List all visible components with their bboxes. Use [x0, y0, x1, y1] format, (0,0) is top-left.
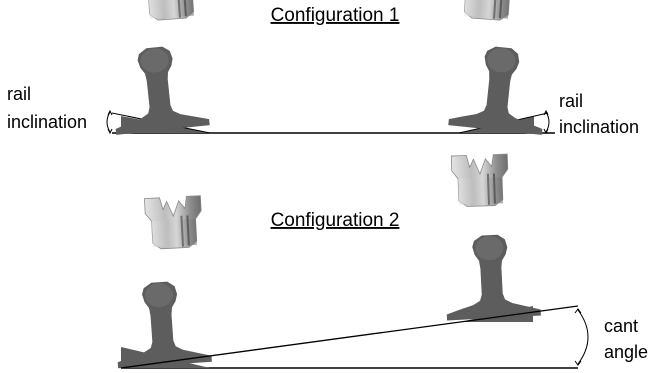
left-wheel — [139, 0, 202, 23]
left-arc-arrow-icon — [107, 109, 113, 116]
right-rail-2 — [442, 232, 541, 321]
left-wheel-2 — [143, 194, 205, 251]
cant-angle-arc — [577, 309, 589, 365]
cant-arc-arrow-icon — [574, 308, 582, 314]
right-arc-arrow-icon — [543, 109, 549, 116]
right-wheel — [456, 0, 519, 23]
angle-label: angle — [604, 342, 648, 362]
configuration-2-title: Configuration 2 — [271, 210, 400, 231]
left-label-rail: rail — [7, 84, 31, 104]
configuration-1-title: Configuration 1 — [271, 5, 400, 26]
left-arc-arrow-icon — [107, 128, 113, 135]
right-label-inclination: inclination — [559, 117, 639, 137]
right-label-rail: rail — [559, 91, 583, 111]
right-rail — [448, 42, 551, 135]
right-arc-arrow-icon — [543, 128, 549, 135]
cant-arc-arrow-icon — [574, 360, 582, 366]
cant-line — [120, 305, 579, 369]
left-label-inclination: inclination — [7, 112, 87, 132]
configuration-1: Configuration 1 rail incli — [7, 0, 639, 137]
configuration-2: Configuration 2 cant angle — [112, 153, 648, 369]
cant-label: cant — [604, 316, 638, 336]
right-wheel-2 — [450, 153, 511, 209]
